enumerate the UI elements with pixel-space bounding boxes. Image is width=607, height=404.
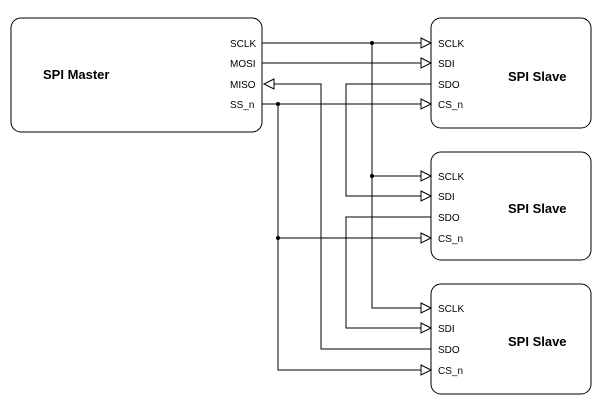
slave-1-pin-sclk: SCLK [438, 39, 464, 50]
master-miso-arrow [262, 78, 275, 90]
slave-2-box [430, 151, 592, 261]
slave-1-pin-sdo: SDO [438, 80, 460, 91]
ss-net [262, 102, 421, 371]
sclk-wire-bus [371, 43, 421, 309]
slave-3-pin-cs-n: CS_n [438, 366, 463, 377]
spi-master-block: SPI Master SCLK MOSI MISO SS_n [10, 17, 263, 133]
slave-1-pin-sdi: SDI [438, 59, 455, 70]
spi-slave-block-3: SPI Slave SCLK SDI SDO CS_n [430, 283, 592, 395]
ss-junction-2 [276, 236, 280, 240]
ss-wire-bus [277, 104, 421, 371]
master-pin-mosi: MOSI [230, 59, 256, 70]
spi-slave-block-2: SPI Slave SCLK SDI SDO CS_n [430, 151, 592, 261]
slave-3-title: SPI Slave [508, 334, 567, 349]
master-pin-sclk: SCLK [230, 39, 256, 50]
slave-2-title: SPI Slave [508, 201, 567, 216]
spi-slave-block-1: SPI Slave SCLK SDI SDO CS_n [430, 17, 592, 129]
slave-3-pin-sdi: SDI [438, 324, 455, 335]
slave-3-pin-sclk: SCLK [438, 304, 464, 315]
slave-3-box [430, 283, 592, 395]
slave-2-sdi-arrow [420, 190, 433, 202]
master-pin-ss-n: SS_n [230, 100, 254, 111]
slave-3-sclk-arrow [420, 302, 433, 314]
slave-3-pin-sdo: SDO [438, 345, 460, 356]
ss-junction-1 [276, 102, 280, 106]
slave-2-pin-cs-n: CS_n [438, 234, 463, 245]
slave-1-sdi-arrow [420, 57, 433, 69]
sclk-net [262, 41, 421, 309]
slave-1-cs-arrow [420, 98, 433, 110]
slave-1-sclk-arrow [420, 37, 433, 49]
daisy-wire-2-3 [345, 216, 431, 329]
slave-3-sdi-arrow [420, 322, 433, 334]
sclk-junction-2 [370, 174, 374, 178]
slave-1-pin-cs-n: CS_n [438, 100, 463, 111]
slave-3-cs-arrow [420, 364, 433, 376]
master-pin-miso: MISO [230, 80, 256, 91]
slave-1-box [430, 17, 592, 129]
slave-2-cs-arrow [420, 232, 433, 244]
slave-2-pin-sclk: SCLK [438, 172, 464, 183]
slave-2-pin-sdi: SDI [438, 192, 455, 203]
slave-2-pin-sdo: SDO [438, 213, 460, 224]
miso-wire [274, 83, 431, 350]
slave-2-sclk-arrow [420, 170, 433, 182]
slave-1-title: SPI Slave [508, 69, 567, 84]
daisy-wire-1-2 [345, 83, 431, 197]
sclk-junction-1 [370, 41, 374, 45]
master-box [10, 17, 263, 133]
master-title: SPI Master [43, 67, 109, 82]
